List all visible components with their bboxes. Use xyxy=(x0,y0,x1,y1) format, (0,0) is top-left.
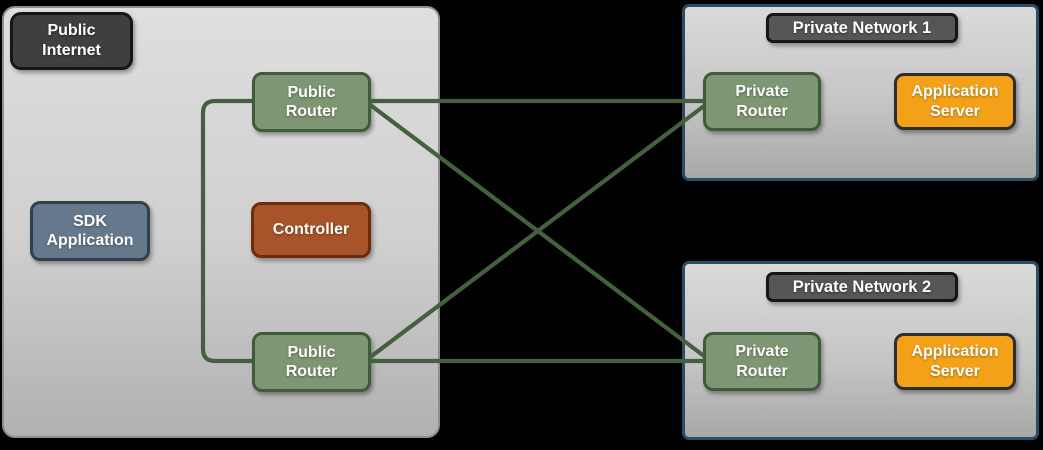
private-router-1-label: Private Router xyxy=(735,83,789,120)
private-network-1-zone: Private Network 1 Private Router Applica… xyxy=(682,4,1039,181)
sdk-application-label: SDK Application xyxy=(46,212,134,250)
public-internet-title-badge: Public Internet xyxy=(10,12,133,70)
private-network-1-title: Private Network 1 xyxy=(792,18,932,37)
application-server-2-node: Application Server xyxy=(894,333,1016,390)
private-network-1-title-badge: Private Network 1 xyxy=(766,13,958,43)
private-network-2-title: Private Network 2 xyxy=(792,277,932,296)
private-router-2-label: Private Router xyxy=(735,343,789,380)
private-network-2-zone: Private Network 2 Private Router Applica… xyxy=(682,261,1039,440)
public-router-top-node: Public Router xyxy=(252,72,371,132)
application-server-2-label: Application Server xyxy=(911,343,999,380)
application-server-1-node: Application Server xyxy=(894,73,1016,130)
private-network-2-title-badge: Private Network 2 xyxy=(766,272,958,302)
sdk-application-node: SDK Application xyxy=(30,201,150,261)
private-router-2-node: Private Router xyxy=(703,332,821,391)
public-internet-title: Public Internet xyxy=(42,22,101,59)
controller-node: Controller xyxy=(251,202,371,258)
application-server-1-label: Application Server xyxy=(911,83,999,120)
public-router-bottom-label: Public Router xyxy=(285,343,338,381)
public-router-top-label: Public Router xyxy=(285,83,338,121)
public-internet-zone: Public Internet SDK Application Controll… xyxy=(2,6,440,438)
private-router-1-node: Private Router xyxy=(703,72,821,131)
public-router-bottom-node: Public Router xyxy=(252,332,371,392)
controller-label: Controller xyxy=(272,221,350,239)
